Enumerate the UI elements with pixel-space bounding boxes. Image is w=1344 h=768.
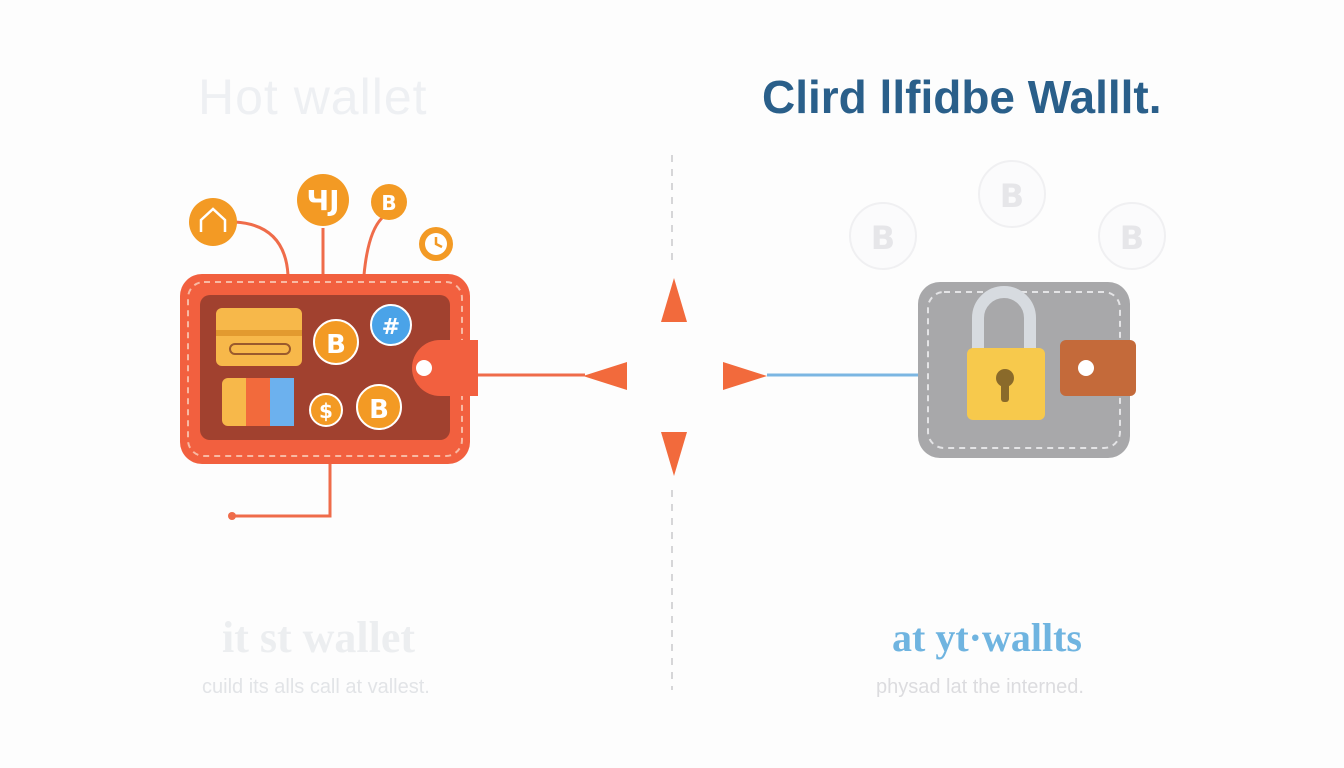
- arrow-down-icon: [661, 432, 687, 476]
- app-bubble-glyph: ЧЈ: [306, 184, 339, 217]
- svg-text:B: B: [326, 330, 346, 360]
- credit-card-icon: [216, 308, 302, 366]
- keyhole: [1001, 380, 1009, 402]
- arrow-right-icon: [723, 362, 767, 390]
- cold-wallet-subtitle: at yt·wallts: [892, 615, 1082, 660]
- bitcoin-icon: B: [381, 191, 396, 215]
- cold-wallet-clasp: [1060, 340, 1136, 396]
- hot-wallet-title: Hot wallet: [198, 69, 428, 125]
- bitcoin-coin-large-icon: [356, 384, 402, 430]
- hot-wallet-bubbles: ЧЈ B: [189, 174, 453, 261]
- arrow-left-icon: [583, 362, 627, 390]
- connector-endpoint: [228, 512, 236, 520]
- lock-shackle: [972, 286, 1036, 352]
- hash-coin-icon: [370, 304, 412, 346]
- hot-wallet-subtitle: it st wallet: [222, 613, 416, 662]
- center-arrows: [583, 278, 767, 476]
- app-bubble: [297, 174, 349, 226]
- cold-wallet-icon: [918, 282, 1136, 458]
- clasp-button: [416, 360, 432, 376]
- svg-text:#: #: [382, 315, 400, 340]
- faded-bitcoin-icon: B: [1120, 219, 1144, 257]
- home-icon: [199, 207, 227, 232]
- cold-wallet-title: Clird llfidbe Walllt.: [762, 71, 1162, 123]
- faded-bitcoin-icon: B: [871, 219, 895, 257]
- dollar-coin-icon: [309, 393, 343, 427]
- hot-wallet-caption: cuild its alls call at vallest.: [202, 676, 430, 698]
- home-bubble: [189, 198, 237, 246]
- cold-wallet-caption: physad lat the interned.: [876, 676, 1084, 698]
- svg-text:B: B: [369, 395, 389, 425]
- bitcoin-bubble: [371, 184, 407, 220]
- cold-wallet-faded-coins: B B B: [849, 160, 1166, 270]
- arrow-up-icon: [661, 278, 687, 322]
- clock-hands: [434, 237, 443, 249]
- svg-text:$: $: [319, 399, 333, 423]
- wallet-clasp: [412, 340, 478, 396]
- faded-bitcoin-icon: B: [1000, 177, 1024, 215]
- hot-wallet-icon: B # $ B: [180, 274, 478, 464]
- cold-clasp-button: [1078, 360, 1094, 376]
- bitcoin-coin-icon: [313, 319, 359, 365]
